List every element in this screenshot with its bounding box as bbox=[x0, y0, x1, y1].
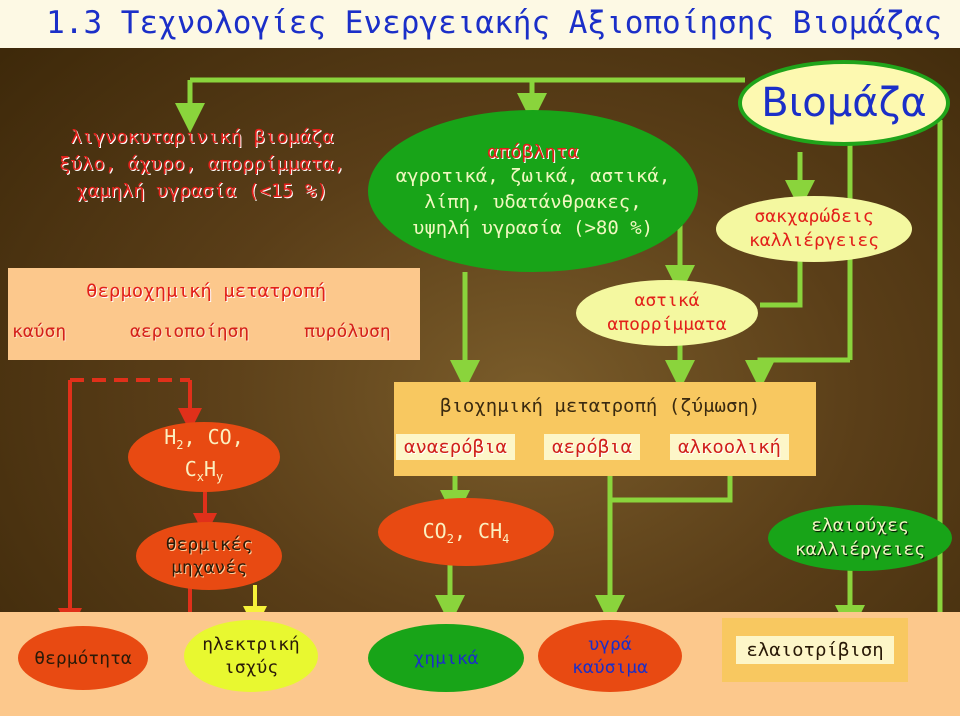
thermochemical-heading: θερμοχημική μετατροπή bbox=[86, 280, 327, 302]
method-pyrolysis: πυρόλυση bbox=[304, 321, 391, 342]
method-combustion: καύση bbox=[12, 321, 67, 342]
method-gasification: αεριοποίηση bbox=[130, 321, 250, 342]
wastes-head: απόβλητα bbox=[487, 141, 579, 163]
co2-ch4-ellipse: CO2, CH4 bbox=[378, 498, 554, 566]
output-chemicals: χημικά bbox=[368, 624, 524, 692]
method-anaerobic: αναερόβια bbox=[396, 434, 515, 460]
output-electric-power: ηλεκτρική ισχύς bbox=[184, 620, 318, 692]
urban-waste-label: αστικά απορρίμματα bbox=[607, 290, 727, 335]
biochemical-panel: βιοχημική μετατροπή (ζύμωση) αναερόβια α… bbox=[394, 382, 816, 476]
urban-waste-ellipse: αστικά απορρίμματα bbox=[576, 280, 758, 346]
biomass-root-ellipse: Βιομάζα bbox=[738, 60, 950, 146]
oil-crops-label: ελαιούχες καλλιέργειες bbox=[794, 515, 926, 560]
output-liquid-fuels: υγρά καύσιμα bbox=[538, 620, 682, 692]
thermal-engines-ellipse: θερμικές μηχανές bbox=[136, 522, 282, 590]
thermal-engines-label: θερμικές μηχανές bbox=[165, 534, 253, 578]
sugar-crops-ellipse: σακχαρώδεις καλλιέργειες bbox=[716, 196, 912, 262]
method-alcoholic: αλκοολική bbox=[670, 434, 789, 460]
method-aerobic: αερόβια bbox=[544, 434, 641, 460]
gas-products-ellipse: H2, CO, CxHy bbox=[128, 422, 280, 492]
wastes-body: αγροτικά, ζωικά, αστικά, λίπη, υδατάνθρα… bbox=[395, 165, 671, 239]
sugar-crops-label: σακχαρώδεις καλλιέργειες bbox=[748, 206, 880, 251]
wastes-ellipse: απόβλητα αγροτικά, ζωικά, αστικά, λίπη, … bbox=[368, 110, 698, 272]
lignocellulosic-biomass-label: λιγνοκυταρινική βιομάζα ξύλο, άχυρο, απο… bbox=[59, 126, 345, 202]
biomass-root-label: Βιομάζα bbox=[761, 80, 927, 126]
output-heat: θερμότητα bbox=[18, 626, 148, 690]
output-oil-press: ελαιοτρίβιση bbox=[736, 636, 894, 664]
thermochemical-panel: θερμοχημική μετατροπή καύση αεριοποίηση … bbox=[8, 268, 420, 360]
page-title: 1.3 Τεχνολογίες Ενεργειακής Αξιοποίησης … bbox=[0, 0, 960, 48]
oil-crops-ellipse: ελαιούχες καλλιέργειες bbox=[768, 505, 952, 571]
output-oil-press-box: ελαιοτρίβιση bbox=[722, 618, 908, 682]
biochemical-heading: βιοχημική μετατροπή (ζύμωση) bbox=[440, 395, 761, 417]
